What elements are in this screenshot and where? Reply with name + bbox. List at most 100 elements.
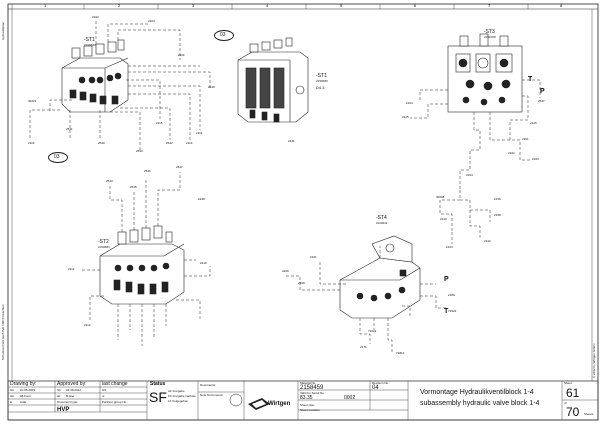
line-ref: 71622 (368, 329, 377, 333)
column-number: 8 (560, 3, 563, 8)
line-ref: 2104 (406, 101, 413, 105)
line-ref: 2125 (402, 115, 409, 119)
line-ref: 2114 (196, 131, 203, 135)
column-number: 1 (44, 3, 47, 8)
line-ref: 2116 (28, 141, 35, 145)
line-ref: 2248 (198, 197, 205, 201)
status-code: SF (149, 389, 167, 405)
tb-cell: nr (102, 394, 105, 398)
line-ref: 2161 (522, 137, 529, 141)
tb-cell: Gb (10, 394, 15, 398)
valve-block-st2 (99, 225, 185, 305)
model-label: Valid for Serial No.: (300, 391, 326, 395)
st1b-label: -ST1 (316, 73, 327, 79)
document-type: HVP (57, 407, 70, 413)
tb-cell: 08.Form (20, 394, 32, 398)
approved-by-label: Approved by: (57, 381, 87, 387)
copyright: © 2012 by Wirtgen GmbH (592, 343, 596, 378)
status-line: AF Freigabe (168, 389, 185, 393)
note-documents-label: Note Documents: (200, 393, 224, 397)
st1b-part: 2150683 (316, 79, 328, 83)
title-block-grid (7, 380, 599, 421)
brand-name: Wirtgen (268, 401, 291, 407)
valve-block-st3 (447, 33, 523, 113)
tb-cell: ab (57, 394, 61, 398)
documents-label: Documents: (200, 383, 217, 387)
line-ref: 30008 (436, 195, 445, 199)
port-t: T (444, 308, 449, 315)
line-ref: 2101 (310, 255, 317, 259)
st1b-sub: D4.3 (316, 85, 325, 90)
line-ref: 2164 (466, 173, 473, 177)
line-ref: 2140 (208, 85, 215, 89)
line-ref: 2163 (532, 157, 539, 161)
line-ref: 2122 (484, 239, 491, 243)
column-number: 7 (488, 3, 491, 8)
side-header: Hydraulikplan (1, 21, 5, 40)
partition-group-label: Partition group No.: (102, 400, 128, 404)
column-number: 5 (340, 3, 343, 8)
line-ref: 2112 (68, 267, 75, 271)
line-ref: 2169 (298, 281, 305, 285)
material-no: 2158459 (300, 385, 324, 391)
st2-lines (80, 172, 211, 346)
status-label: Status (150, 381, 166, 387)
line-ref: 2102 (92, 15, 99, 19)
status-line: KF Freigabe nächste (168, 394, 196, 398)
st3-lines (410, 79, 541, 244)
port-t: T (528, 76, 533, 83)
line-ref: 2119 (178, 53, 185, 57)
serial: 0002 (344, 395, 356, 401)
st2-part: 2150684 (98, 245, 110, 249)
model: 83.35 (300, 395, 313, 401)
line-ref: 2126 (530, 121, 537, 125)
sheet-total: 70 (566, 405, 580, 419)
column-number: 3 (192, 3, 195, 8)
revision: 04 (372, 385, 379, 391)
line-ref: 30221 (28, 99, 37, 103)
column-number: 4 (266, 3, 269, 8)
tb-cell: CAE (20, 400, 27, 404)
column-number: 6 (414, 3, 417, 8)
ref-oval: 03 (214, 30, 234, 41)
st1-label: -ST1 (84, 37, 95, 43)
wirtgen-logo (248, 398, 270, 410)
of-label: of (564, 401, 567, 405)
line-ref: 2541 (66, 127, 73, 131)
st3-label: -ST3 (484, 29, 495, 35)
ref-oval-label: 03 (54, 154, 60, 160)
status-line: LF freigegeben (168, 399, 189, 403)
line-ref: 2546 (144, 169, 151, 173)
port-p: P (540, 88, 545, 95)
line-ref: 2189 (448, 293, 455, 297)
material-no-label: Material No. (300, 381, 317, 385)
line-ref: 2543 (106, 179, 113, 183)
valve-block-st1 (61, 39, 129, 113)
line-ref: 2545 (130, 185, 137, 189)
sheet-location-label: Sheet Location (300, 408, 321, 412)
status-stamp (229, 393, 243, 407)
line-ref: 2156 (494, 197, 501, 201)
column-number: 2 (118, 3, 121, 8)
line-ref: 2542 (166, 141, 173, 145)
tb-cell: Gb (10, 388, 15, 392)
tb-cell: B.Gier (66, 394, 75, 398)
line-ref: 2547 (538, 99, 545, 103)
valve-block-st4 (339, 235, 421, 319)
sheet-plan-label: Sheet plan (300, 403, 315, 407)
document-type-label: Document type: (57, 400, 79, 404)
line-ref: 2115 (156, 121, 163, 125)
line-ref: 2120 (440, 217, 447, 221)
revision-label: Revision No.: (372, 381, 390, 385)
line-ref: 72813 (396, 351, 405, 355)
st4-lines (286, 246, 446, 352)
sheet-label: Sheet (564, 381, 572, 385)
sheets-unit: Sheets (584, 412, 594, 416)
line-ref: 2162 (508, 151, 515, 155)
line-ref: 2540 (98, 141, 105, 145)
line-ref: 2441 (288, 139, 295, 143)
protection-note: Schutzvermerk nach ISO 16016 beachten (1, 304, 5, 360)
title-german: Vormontage Hydraulikventilblock 1-4 (420, 389, 534, 396)
line-ref: 2229 (282, 269, 289, 273)
